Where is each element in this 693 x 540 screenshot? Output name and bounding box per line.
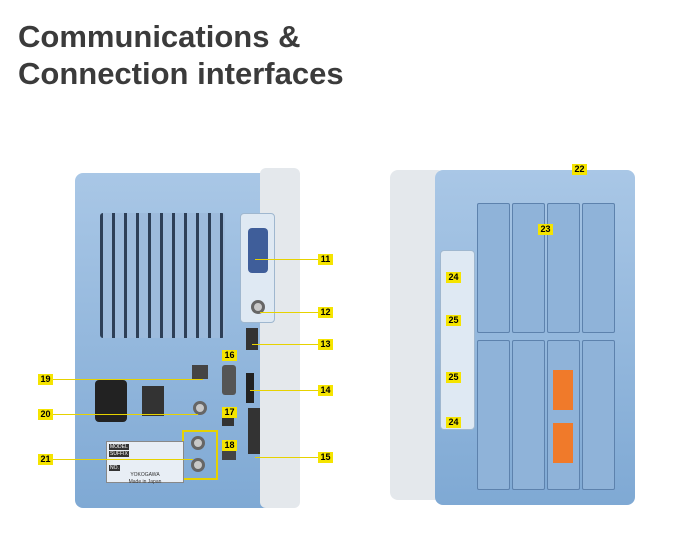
callout-leader-line xyxy=(255,457,318,458)
callout-leader-line xyxy=(53,414,198,415)
gpib-connector xyxy=(248,228,268,273)
callout-16: 16 xyxy=(222,350,237,361)
label-no: NO. xyxy=(109,465,120,471)
terminal-block xyxy=(553,423,573,463)
label-brand: YOKOGAWA xyxy=(130,472,160,478)
callout-20: 20 xyxy=(38,409,53,420)
usb-port xyxy=(246,328,258,350)
label-model: MODEL xyxy=(109,444,129,450)
device-module-view xyxy=(385,165,645,510)
input-module xyxy=(512,340,545,490)
input-module xyxy=(547,203,580,333)
callout-leader-line xyxy=(250,390,318,391)
callout-12: 12 xyxy=(318,307,333,318)
callout-24: 24 xyxy=(446,272,461,283)
callout-18: 18 xyxy=(222,440,237,451)
bnc-connector xyxy=(193,401,207,415)
callout-leader-line xyxy=(252,344,318,345)
callout-11: 11 xyxy=(318,254,333,265)
rating-label: MODEL SUFFIX NO. YOKOGAWA Made in Japan xyxy=(106,441,184,485)
callout-23: 23 xyxy=(538,224,553,235)
callout-17: 17 xyxy=(222,407,237,418)
callout-leader-line xyxy=(260,312,318,313)
input-module xyxy=(582,340,615,490)
title-line-2: Connection interfaces xyxy=(18,56,344,91)
power-switch xyxy=(142,386,164,416)
label-suffix: SUFFIX xyxy=(109,451,129,457)
callout-25: 25 xyxy=(446,372,461,383)
title-line-1: Communications & xyxy=(18,19,301,54)
callout-15: 15 xyxy=(318,452,333,463)
sd-slot xyxy=(246,373,254,403)
callout-leader-line xyxy=(255,259,318,260)
callout-25: 25 xyxy=(446,315,461,326)
input-module xyxy=(582,203,615,333)
callout-24: 24 xyxy=(446,417,461,428)
callout-22: 22 xyxy=(572,164,587,175)
terminal-block xyxy=(553,370,573,410)
usb-port xyxy=(248,408,260,454)
device-rear-view xyxy=(70,168,310,513)
input-module xyxy=(477,203,510,333)
callout-13: 13 xyxy=(318,339,333,350)
callout-14: 14 xyxy=(318,385,333,396)
bnc-connector xyxy=(191,458,205,472)
lan-port xyxy=(192,365,208,379)
callout-leader-line xyxy=(53,379,203,380)
input-module xyxy=(547,340,580,490)
bnc-connector xyxy=(251,300,265,314)
input-module xyxy=(512,203,545,333)
label-origin: Made in Japan xyxy=(128,479,162,485)
vent-grille xyxy=(100,213,225,338)
page-title: Communications & Connection interfaces xyxy=(18,18,344,92)
callout-19: 19 xyxy=(38,374,53,385)
power-inlet xyxy=(95,380,127,422)
callout-leader-line xyxy=(53,459,193,460)
bnc-connector xyxy=(191,436,205,450)
callout-21: 21 xyxy=(38,454,53,465)
rgb-port xyxy=(222,365,236,395)
input-module xyxy=(477,340,510,490)
